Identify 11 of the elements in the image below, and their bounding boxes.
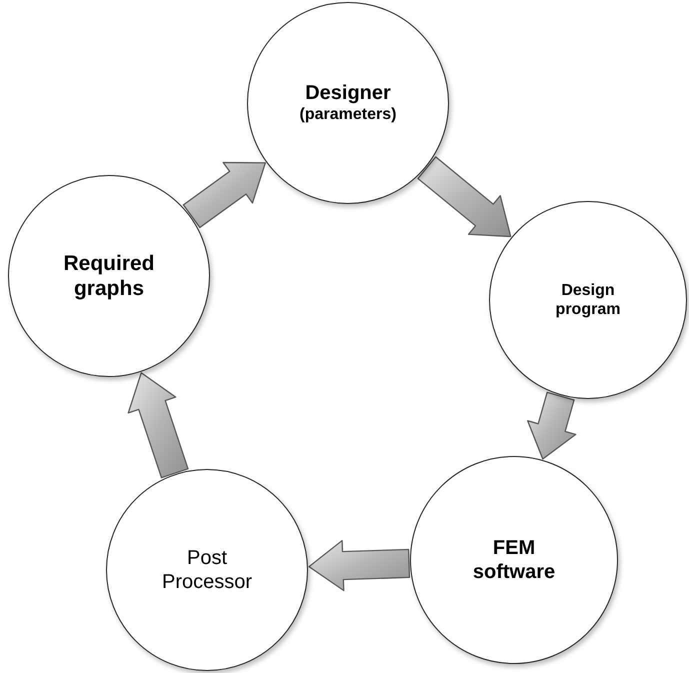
node-title: Post Processor: [160, 546, 254, 594]
block-arrow: [308, 540, 410, 592]
node-title: FEM software: [472, 536, 556, 584]
node-title: Designer: [305, 81, 391, 106]
block-arrow: [182, 162, 266, 228]
block-arrow: [527, 392, 576, 460]
node-title: Required graphs: [62, 250, 156, 302]
block-arrow: [128, 372, 189, 478]
node-subtitle: (parameters): [300, 105, 396, 125]
node-title: Design program: [554, 280, 622, 320]
block-arrow: [417, 156, 512, 238]
